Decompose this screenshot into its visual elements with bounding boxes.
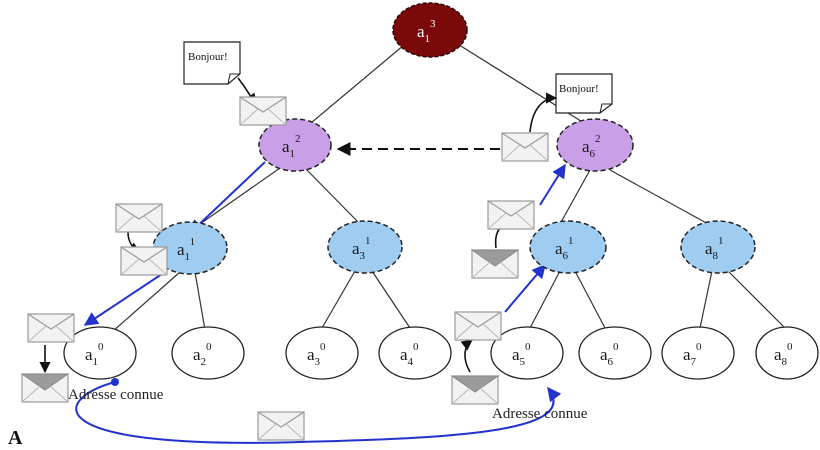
node-a3_1: a31 xyxy=(327,220,403,274)
edge-a3_1-a3_0 xyxy=(321,270,356,329)
curve-start-dot xyxy=(111,378,119,386)
envelope-icon xyxy=(451,375,499,405)
blue-arrow-a5_0-a6_1 xyxy=(504,263,546,313)
node-a8_0-label: a80 xyxy=(774,341,793,368)
envelope-icon xyxy=(454,311,502,341)
node-a6_1: a61 xyxy=(529,220,607,274)
edge-a1_2-a3_1 xyxy=(304,167,361,225)
envelope-icon xyxy=(120,246,168,276)
node-a4_0-label: a40 xyxy=(400,341,419,368)
node-a7_0: a70 xyxy=(661,326,735,380)
envelope-icon xyxy=(21,373,69,403)
blue-arrow-a1_1-a1_0 xyxy=(83,271,166,326)
blue-curve-address-arrow xyxy=(75,381,562,444)
edge-a1_2-a1_1 xyxy=(199,167,281,225)
envelope-icon xyxy=(501,132,549,162)
node-a4_0: a40 xyxy=(378,326,452,380)
edge-a6_1-a6_0 xyxy=(574,270,606,329)
node-a8_1-label: a81 xyxy=(705,235,724,262)
edge-a1_3-a1_2 xyxy=(304,39,411,129)
address-known-label-left: Adresse connue xyxy=(68,387,164,403)
envelope-icon xyxy=(471,249,519,279)
node-a2_0-label: a20 xyxy=(193,341,212,368)
edge-a6_2-a8_1 xyxy=(609,169,711,226)
node-a1_2-label: a12 xyxy=(282,133,301,160)
blue-arrow-a1_2-a1_1 xyxy=(188,161,266,234)
envelope-icon xyxy=(257,411,305,441)
panel-label: A xyxy=(8,427,23,449)
arrow-envelope-to-bubble-right xyxy=(529,92,558,133)
node-a7_0-label: a70 xyxy=(683,341,702,368)
edge-a8_1-a8_0 xyxy=(727,270,786,329)
address-known-label-right: Adresse connue xyxy=(492,406,588,422)
edge-a1_1-a1_0 xyxy=(111,271,181,333)
node-a1_2: a12 xyxy=(258,118,332,172)
node-a6_2-label: a62 xyxy=(582,133,601,160)
node-a5_0-label: a50 xyxy=(512,341,531,368)
node-a2_0: a20 xyxy=(171,326,245,380)
node-a1_3: a13 xyxy=(392,2,468,58)
speech-bubble-icon: Bonjour! xyxy=(555,73,613,114)
nodes: a13 a12 a62 a11 a31 a61 a81 a10 xyxy=(63,2,819,380)
node-a8_1: a81 xyxy=(680,220,756,274)
edge-a6_1-a5_0 xyxy=(529,270,561,329)
envelope-icon xyxy=(239,96,287,126)
node-a6_2: a62 xyxy=(556,118,634,172)
arrow-envelope-up-a5_0 xyxy=(460,339,473,373)
node-a5_0: a50 xyxy=(490,326,564,380)
node-a8_0: a80 xyxy=(755,326,819,380)
edge-a3_1-a4_0 xyxy=(371,270,411,329)
speech-bubble-icon: Bonjour! xyxy=(183,41,241,85)
node-a1_3-label: a13 xyxy=(417,18,436,45)
node-a1_0-label: a10 xyxy=(85,341,104,368)
node-a6_0: a60 xyxy=(578,326,652,380)
node-a3_0-label: a30 xyxy=(307,341,326,368)
greeting-text-right: Bonjour! xyxy=(559,83,599,95)
message-path-arrows xyxy=(75,161,566,444)
greeting-text-left: Bonjour! xyxy=(188,51,228,63)
node-a1_0: a10 xyxy=(63,326,137,380)
edge-a8_1-a7_0 xyxy=(699,270,713,329)
node-a1_1-label: a11 xyxy=(177,236,195,263)
node-a6_1-label: a61 xyxy=(555,235,574,262)
node-a3_0: a30 xyxy=(285,326,359,380)
edge-a1_1-a2_0 xyxy=(194,271,206,331)
envelope-icon xyxy=(27,313,75,343)
blue-arrow-a6_1-a6_2 xyxy=(539,163,566,206)
node-a6_0-label: a60 xyxy=(600,341,619,368)
edge-a6_2-a6_1 xyxy=(559,169,591,225)
tree-edges xyxy=(111,37,786,333)
envelope-icon xyxy=(115,203,163,233)
envelope-icon xyxy=(487,200,535,230)
node-a3_1-label: a31 xyxy=(352,235,371,262)
